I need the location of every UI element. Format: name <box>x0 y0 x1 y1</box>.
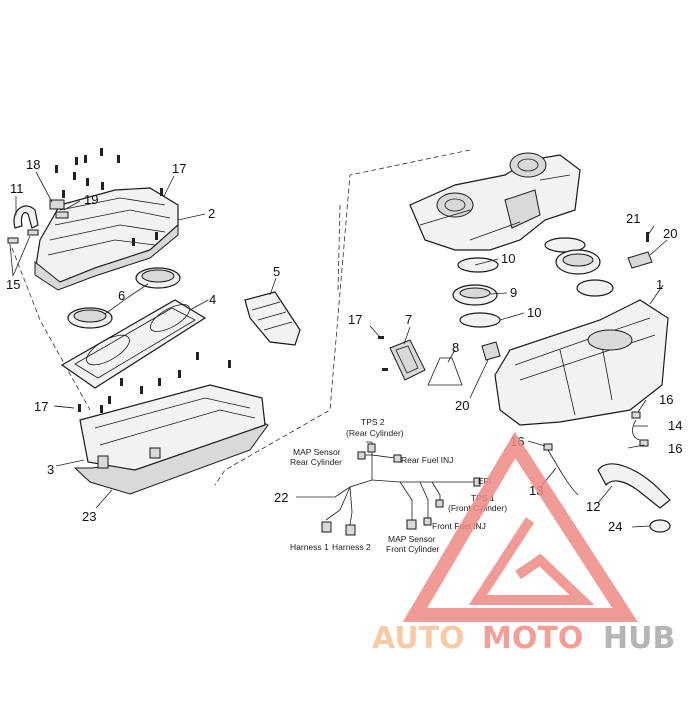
callout-6: 6 <box>118 288 125 303</box>
callout-7: 7 <box>405 312 412 327</box>
clamps-and-coupler-part <box>452 237 614 328</box>
callout-23: 23 <box>82 509 96 524</box>
callout-17-left: 17 <box>34 399 48 414</box>
callout-5: 5 <box>273 264 280 279</box>
label-harness-1: Harness 1 <box>290 542 329 552</box>
callout-16-right: 16 <box>668 441 682 456</box>
callout-9: 9 <box>510 285 517 300</box>
callout-1: 1 <box>656 277 663 292</box>
group-dash-left <box>11 247 91 411</box>
breather-hose-part <box>7 199 69 244</box>
callout-8: 8 <box>452 340 459 355</box>
intake-boot-part <box>244 291 301 346</box>
callout-24: 24 <box>608 519 622 534</box>
callout-2: 2 <box>208 206 215 221</box>
callout-11: 11 <box>10 181 24 196</box>
harness-labels: TPS 2 (Rear Cylinder) MAP Sensor Rear Cy… <box>290 417 507 554</box>
callout-15: 15 <box>6 277 20 292</box>
callout-21: 21 <box>626 211 640 226</box>
callout-16-top: 16 <box>659 392 673 407</box>
intake-seals-part <box>67 267 181 329</box>
watermark-text-hub: HUB <box>603 621 675 656</box>
throttle-body-part <box>409 152 581 251</box>
callout-18: 18 <box>26 157 40 172</box>
callout-20-top: 20 <box>663 226 677 241</box>
watermark-text-auto: AUTO <box>372 621 465 656</box>
callout-3: 3 <box>47 462 54 477</box>
callout-17-mid: 17 <box>348 312 362 327</box>
label-harness-2: Harness 2 <box>332 542 371 552</box>
label-rear-fuel: Rear Fuel INJ <box>401 455 453 465</box>
callout-20-bottom: 20 <box>455 398 469 413</box>
watermark-logo: AUTO MOTO HUB <box>372 431 675 656</box>
group-dash-center <box>214 149 471 486</box>
gasket-bracket-part <box>378 336 463 386</box>
cover-bolts <box>55 148 163 246</box>
air-filter-frame-part <box>60 299 207 389</box>
callout-12: 12 <box>586 499 600 514</box>
callout-19: 19 <box>84 192 98 207</box>
callout-14: 14 <box>668 418 682 433</box>
watermark-inner-mark-icon <box>468 517 595 605</box>
label-map-rear: MAP Sensor <box>293 447 341 457</box>
label-efi: EFI <box>478 476 491 486</box>
label-front-fuel: Front Fuel INJ <box>432 521 486 531</box>
callout-10-lower: 10 <box>527 305 541 320</box>
callout-17-top: 17 <box>172 161 186 176</box>
drain-hoses-part <box>543 411 671 533</box>
label-map-front: MAP Sensor <box>388 534 436 544</box>
label-tps2-sub: (Rear Cylinder) <box>346 428 404 438</box>
airbox-base-part <box>73 384 269 495</box>
callout-10-upper: 10 <box>501 251 515 266</box>
airbox-cover-part <box>34 187 179 291</box>
watermark-text-moto: MOTO <box>482 621 583 656</box>
watermark-triangle-icon <box>402 431 638 622</box>
callout-22: 22 <box>274 490 288 505</box>
callout-numbers: 1 2 3 4 5 6 7 8 9 10 10 11 12 13 14 15 1… <box>6 157 682 534</box>
label-map-front-sub: Front Cylinder <box>386 544 440 554</box>
label-tps2: TPS 2 <box>361 417 385 427</box>
wiring-harness-part <box>321 441 481 536</box>
label-map-rear-sub: Rear Cylinder <box>290 457 342 467</box>
base-bolts <box>78 352 231 413</box>
callout-4: 4 <box>209 292 216 307</box>
sensor-parts <box>481 232 653 361</box>
group-dash-v <box>337 204 341 291</box>
plenum-tray-part <box>494 299 669 426</box>
